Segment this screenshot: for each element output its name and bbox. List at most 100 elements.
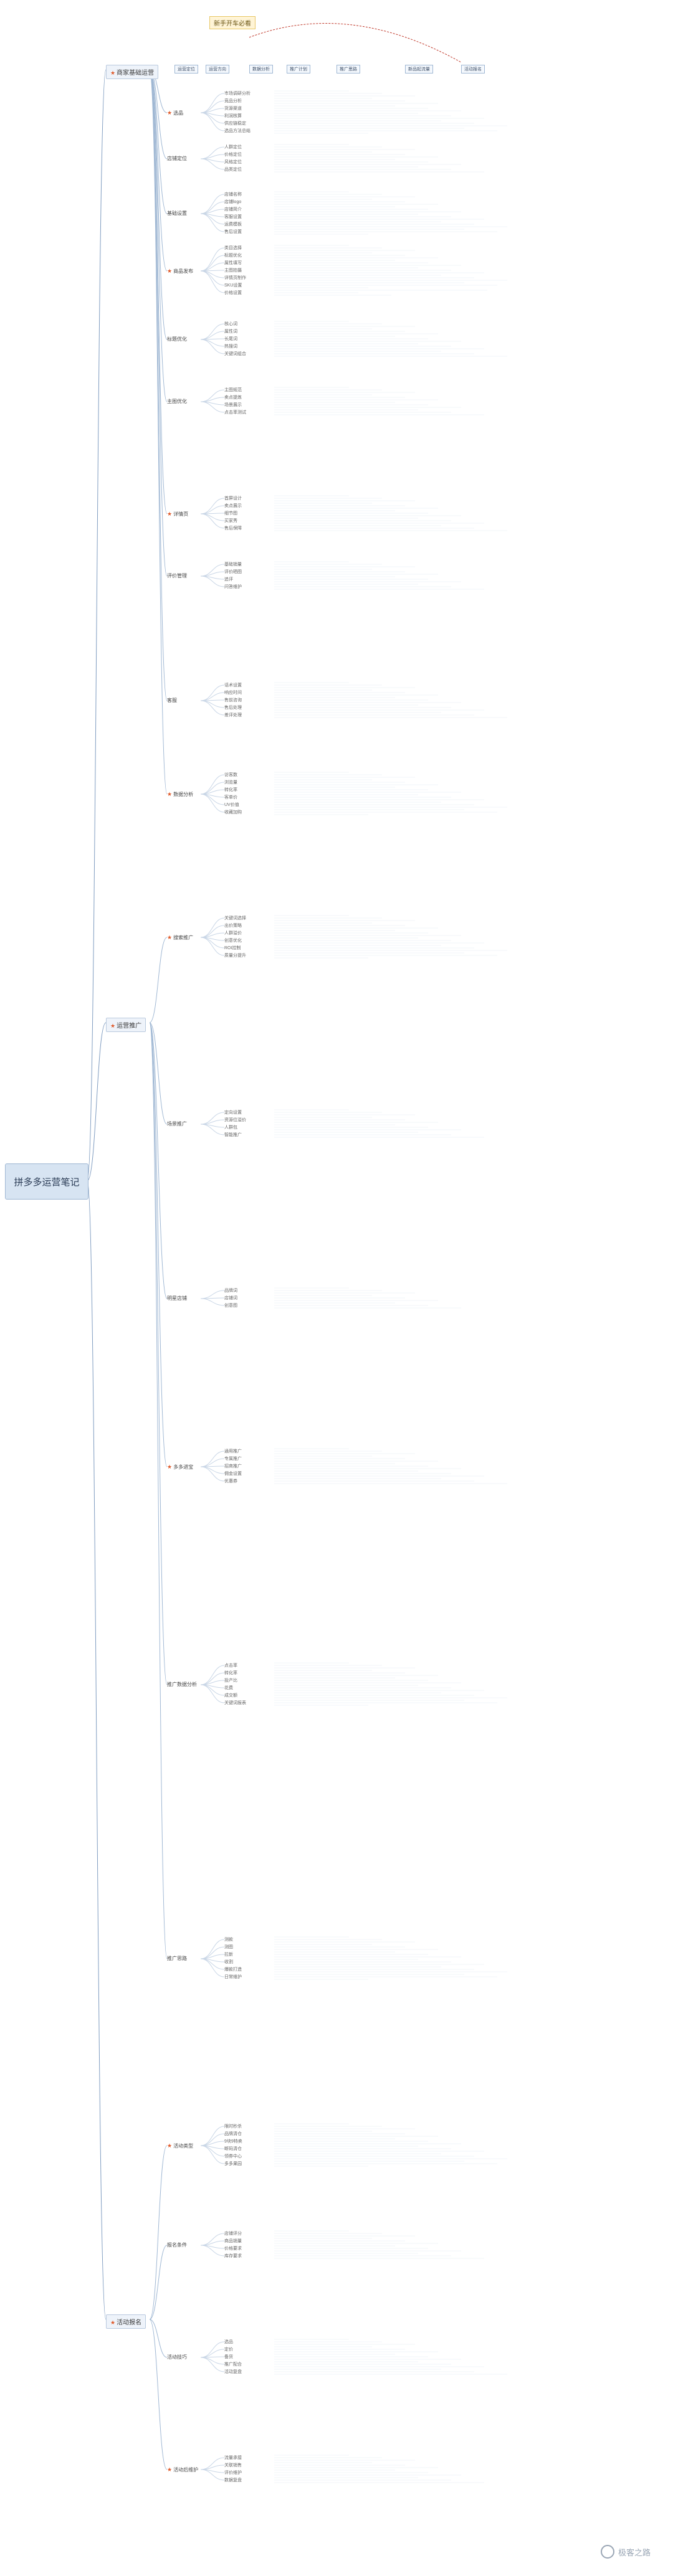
leaf-node: 爆款打造 <box>224 1967 242 1972</box>
leaf-node-text: 定价 <box>224 2347 233 2352</box>
leaf-node-text: 类目选择 <box>224 246 242 250</box>
leaf-node: 定向设置 <box>224 1110 242 1115</box>
connector-line <box>200 937 225 956</box>
leaf-node: 人群包 <box>224 1125 237 1130</box>
connector-line <box>200 2357 225 2365</box>
sub-node-text: 明星店铺 <box>167 1295 187 1301</box>
leaf-node-text: 差评处理 <box>224 713 242 717</box>
sub-node: ★数据分析 <box>167 791 193 798</box>
leaf-node-text: 话术设置 <box>224 683 242 688</box>
connector-line <box>200 1112 225 1125</box>
leaf-node-text: 品类定位 <box>224 168 242 172</box>
watermark: 极客之路 <box>600 2545 651 2559</box>
leaf-node: 追评 <box>224 577 233 582</box>
leaf-node: 售后设置 <box>224 229 242 235</box>
leaf-node: 市场调研分析 <box>224 91 251 97</box>
leaf-node-text: 活动复盘 <box>224 2370 242 2374</box>
sub-node: ★详情页 <box>167 511 188 518</box>
connector-line <box>200 339 225 354</box>
connector-line <box>200 564 225 577</box>
leaf-node: 选品方法总结 <box>224 128 251 134</box>
leaf-node-text: 创意优化 <box>224 939 242 943</box>
sub-node-text: 推广思路 <box>167 1956 187 1961</box>
connector-line <box>200 1290 225 1299</box>
leaf-node-text: 问答维护 <box>224 585 242 589</box>
leaf-node-text: 选品 <box>224 2340 233 2344</box>
leaf-node: 售前咨询 <box>224 698 242 703</box>
leaf-node-text: 转化率 <box>224 1671 237 1675</box>
leaf-node: 通用推广 <box>224 1449 242 1454</box>
top-pill: 活动报名 <box>461 65 485 73</box>
connector-line <box>200 1298 225 1306</box>
leaf-node: 品牌词 <box>224 1288 237 1294</box>
branch-1-text: 商家基础运营 <box>117 70 155 77</box>
connector-line <box>200 93 225 113</box>
root-node: 拼多多运营笔记 <box>5 1163 88 1200</box>
leaf-node-text: 细节图 <box>224 511 237 516</box>
leaf-node: 响应时间 <box>224 690 242 696</box>
leaf-node-text: 核心词 <box>224 322 237 326</box>
leaf-node: 人群定位 <box>224 144 242 150</box>
connector-line <box>200 270 225 286</box>
connector-line <box>200 793 225 813</box>
leaf-node-text: 关键词报表 <box>224 1701 246 1705</box>
leaf-node: 活动复盘 <box>224 2369 242 2375</box>
leaf-node: 品牌清仓 <box>224 2131 242 2137</box>
leaf-node-text: 出价策略 <box>224 924 242 928</box>
connector-line <box>200 575 225 587</box>
leaf-node-text: 关键词组合 <box>224 352 246 356</box>
leaf-node: SKU设置 <box>224 283 242 288</box>
connector-line <box>200 339 225 347</box>
leaf-node-text: 资源位溢价 <box>224 1118 246 1122</box>
leaf-node-text: 选品方法总结 <box>224 129 251 133</box>
connector-line <box>200 1124 225 1135</box>
leaf-node-text: UV价值 <box>224 803 239 807</box>
leaf-node: 点击率测试 <box>224 410 246 415</box>
leaf-node: 售后处理 <box>224 705 242 711</box>
leaf-node: 多多果园 <box>224 2161 242 2167</box>
leaf-node: UV价值 <box>224 802 239 808</box>
sub-node-text: 数据分析 <box>173 792 194 797</box>
star-icon: ★ <box>167 934 173 940</box>
leaf-node: 创意图 <box>224 1303 237 1309</box>
top-pill: 推广思路 <box>336 65 360 73</box>
leaf-node-text: 标题优化 <box>224 253 242 258</box>
leaf-node: 推广配合 <box>224 2362 242 2367</box>
leaf-node: 话术设置 <box>224 683 242 688</box>
sub-node-text: 商品发布 <box>173 268 194 274</box>
leaf-node-text: 点击率 <box>224 1664 237 1668</box>
leaf-node: 转化率 <box>224 787 237 793</box>
leaf-node: 断码清仓 <box>224 2146 242 2152</box>
connector-line <box>200 2245 225 2256</box>
leaf-node-text: 货源渠道 <box>224 107 242 111</box>
leaf-node: 店铺评分 <box>224 2231 242 2237</box>
sub-node-text: 客服 <box>167 698 177 703</box>
sub-node-text: 活动技巧 <box>167 2354 187 2360</box>
leaf-node-text: 测款 <box>224 1938 233 1942</box>
leaf-node: 详情页制作 <box>224 275 246 281</box>
leaf-node: 招商推广 <box>224 1464 242 1469</box>
sub-node-text: 基础设置 <box>167 211 187 216</box>
star-icon: ★ <box>167 511 173 517</box>
wechat-icon <box>600 2545 614 2559</box>
leaf-node: 花费 <box>224 1685 233 1691</box>
leaf-node-text: 爆款打造 <box>224 1968 242 1972</box>
connector-line <box>200 2469 225 2481</box>
leaf-node-text: 访客数 <box>224 773 237 777</box>
leaf-node-text: 客服设置 <box>224 215 242 219</box>
leaf-node: 转化率 <box>224 1670 237 1676</box>
leaf-node: 专属推广 <box>224 1456 242 1462</box>
leaf-node-text: 通用推广 <box>224 1449 242 1454</box>
sub-node-text: 活动后维护 <box>173 2467 199 2473</box>
leaf-node: 店铺简介 <box>224 207 242 212</box>
leaf-node-text: 店铺简介 <box>224 207 242 212</box>
leaf-node-text: 详情页制作 <box>224 276 246 280</box>
sub-node: 推广思路 <box>167 1956 187 1962</box>
sub-node-text: 活动类型 <box>173 2143 194 2149</box>
connector-line <box>200 513 225 529</box>
leaf-node-text: 买家秀 <box>224 519 237 523</box>
top-note: 新手开车必看 <box>209 16 255 29</box>
leaf-node-text: 断码清仓 <box>224 2147 242 2151</box>
connector-line <box>200 112 225 131</box>
